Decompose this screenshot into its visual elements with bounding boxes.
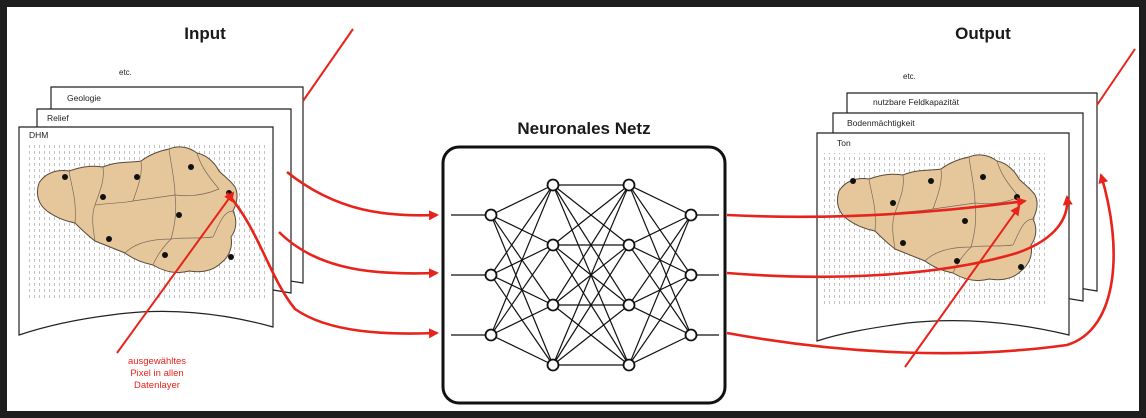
neural-network-edge (490, 184, 554, 276)
neural-network-node (684, 328, 698, 342)
input-layer-sheet (18, 126, 274, 336)
flow-arrow-output-2 (726, 195, 1073, 279)
input-map-points (62, 164, 234, 260)
neural-network-edge (628, 214, 692, 246)
neural-network-node (622, 238, 636, 252)
output-layer-sheet (816, 132, 1070, 342)
neural-network-edge (490, 244, 554, 336)
neural-network-edge (552, 184, 630, 306)
neural-network-node (484, 328, 498, 342)
selected-pixel-annotation: ausgewähltes Pixel in allen Datenlayer (128, 356, 186, 391)
output-layer-label-bodenmaechtigkeit: Bodenmächtigkeit (847, 118, 915, 128)
neural-network-node (546, 298, 560, 312)
neural-network-edge (490, 184, 554, 336)
neural-network-node (684, 208, 698, 222)
flow-arrow-output-3 (726, 173, 1115, 355)
pointer-lines (116, 28, 1136, 368)
pointer-line-output-stack (1096, 48, 1136, 106)
annotation-line-2: Pixel in allen (130, 368, 183, 379)
neural-network-edge (628, 184, 692, 216)
input-layer-label-dhm: DHM (29, 130, 48, 140)
neural-network-node (484, 268, 498, 282)
flow-arrow-output-1 (726, 197, 1027, 219)
output-etc-label: etc. (903, 72, 916, 81)
flow-arrows (226, 170, 1115, 355)
neural-network-edge (552, 184, 630, 246)
neural-network-edge (490, 184, 554, 216)
flow-arrow-input-3 (226, 192, 439, 339)
neural-network-nodes (484, 178, 698, 372)
input-etc-label: etc. (119, 68, 132, 77)
pointer-line-selected-pixel-input (116, 191, 235, 354)
neural-network-edge (490, 334, 554, 366)
output-layer-stack: etc. nutzbare Feldkapazität Bodenmächtig… (816, 72, 1098, 342)
pointer-line-selected-pixel-output (904, 205, 1021, 368)
neural-network-edge (628, 274, 692, 366)
neural-network-node (546, 358, 560, 372)
neural-network-node (622, 178, 636, 192)
neural-network-node (684, 268, 698, 282)
input-layer-stack: etc. Geologie Relief DHM (18, 68, 304, 336)
neural-network-node (546, 238, 560, 252)
neural-network-edge (552, 304, 630, 366)
neural-network-edge (628, 334, 692, 366)
neural-network-node (622, 298, 636, 312)
neural-network-edges (451, 184, 719, 366)
annotation-line-3: Datenlayer (134, 380, 180, 391)
diagram-canvas: Input Output Neuronales Netz (7, 7, 1139, 411)
input-title: Input (184, 24, 226, 43)
input-layer-label-geologie: Geologie (67, 93, 101, 103)
neural-network-node (622, 358, 636, 372)
diagram-svg: Input Output Neuronales Netz (18, 24, 1136, 405)
network-title: Neuronales Netz (517, 119, 650, 138)
output-layer-label-nutzbare-feldkapazitaet: nutzbare Feldkapazität (873, 97, 960, 107)
flow-arrow-input-2 (278, 231, 439, 279)
flow-arrow-input-1 (286, 170, 439, 221)
neural-network-node (546, 178, 560, 192)
neural-network-box (441, 145, 727, 405)
neural-network-edge (552, 184, 630, 366)
input-layer-label-relief: Relief (47, 113, 69, 123)
output-title: Output (955, 24, 1011, 43)
output-map-points (850, 174, 1024, 270)
neural-network-edge (628, 214, 692, 306)
pointer-line-input-stack (302, 28, 354, 102)
neural-network-edge (552, 244, 630, 366)
neural-network-edge (628, 214, 692, 366)
neural-network-node (484, 208, 498, 222)
annotation-line-1: ausgewähltes (128, 356, 186, 367)
output-layer-label-ton: Ton (837, 138, 851, 148)
neural-network-edge (490, 304, 554, 336)
